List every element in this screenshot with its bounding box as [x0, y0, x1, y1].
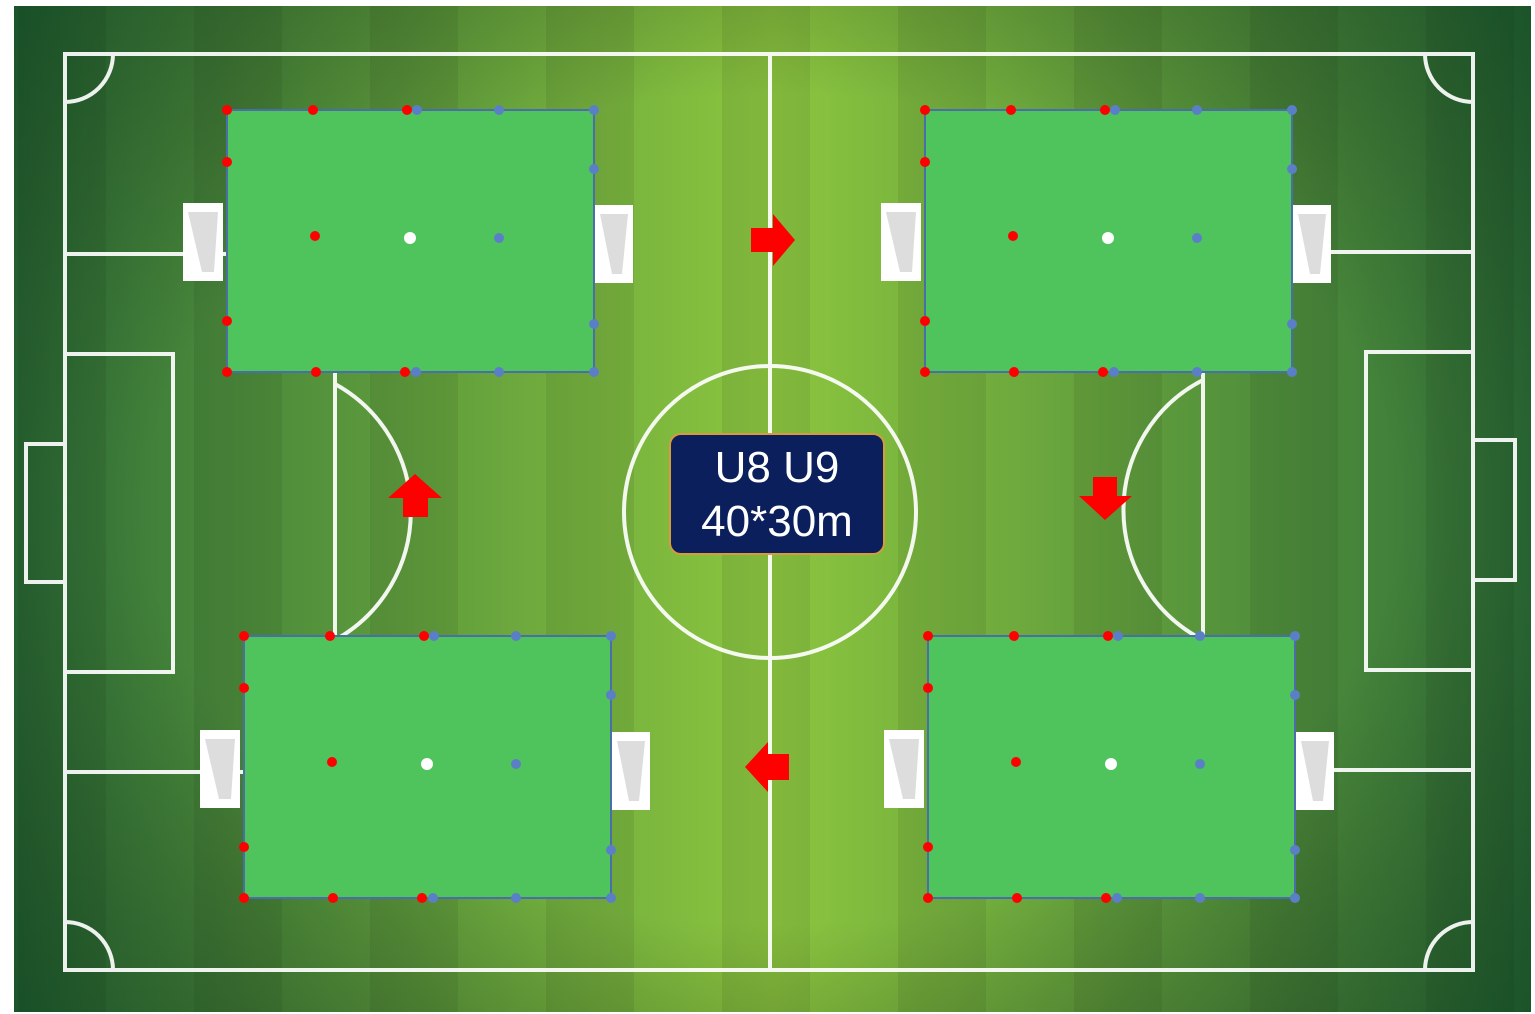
team-b-marker: [1287, 164, 1297, 174]
team-b-marker: [1112, 893, 1122, 903]
team-b-marker: [1113, 631, 1123, 641]
team-b-marker: [511, 759, 521, 769]
age-group-label: U8 U9 40*30m: [669, 433, 885, 555]
label-line-1: U8 U9: [671, 441, 883, 495]
label-line-2: 40*30m: [671, 495, 883, 549]
team-b-marker: [589, 164, 599, 174]
team-b-marker: [511, 631, 521, 641]
team-b-marker: [1195, 759, 1205, 769]
team-a-marker: [1012, 893, 1022, 903]
team-b-marker: [589, 367, 599, 377]
team-b-marker: [511, 893, 521, 903]
team-a-marker: [222, 316, 232, 326]
team-a-marker: [222, 157, 232, 167]
goal-icon: [595, 205, 633, 283]
team-b-marker: [1290, 893, 1300, 903]
team-b-marker: [494, 367, 504, 377]
team-a-marker: [310, 231, 320, 241]
team-a-marker: [1098, 367, 1108, 377]
team-a-marker: [1008, 231, 1018, 241]
team-b-marker: [494, 105, 504, 115]
team-a-marker: [923, 683, 933, 693]
team-a-marker: [402, 105, 412, 115]
team-b-marker: [589, 105, 599, 115]
team-a-marker: [327, 757, 337, 767]
team-a-marker: [1006, 105, 1016, 115]
team-a-marker: [239, 842, 249, 852]
team-b-marker: [1287, 105, 1297, 115]
team-b-marker: [1192, 105, 1202, 115]
team-b-marker: [494, 233, 504, 243]
team-a-marker: [1011, 757, 1021, 767]
team-b-marker: [1195, 893, 1205, 903]
team-a-marker: [923, 842, 933, 852]
team-a-marker: [920, 157, 930, 167]
team-b-marker: [1290, 845, 1300, 855]
team-a-marker: [239, 631, 249, 641]
team-a-marker: [311, 367, 321, 377]
team-a-marker: [1100, 105, 1110, 115]
goal-icon: [881, 203, 921, 281]
team-b-marker: [1290, 690, 1300, 700]
centre-marker: [1105, 758, 1117, 770]
goal-icon: [183, 203, 223, 281]
team-b-marker: [1290, 631, 1300, 641]
team-b-marker: [606, 690, 616, 700]
team-a-marker: [1009, 631, 1019, 641]
team-b-marker: [606, 893, 616, 903]
team-a-marker: [328, 893, 338, 903]
team-a-marker: [920, 367, 930, 377]
centre-marker: [404, 232, 416, 244]
team-b-marker: [1192, 233, 1202, 243]
team-b-marker: [428, 893, 438, 903]
goal-icon: [1296, 732, 1334, 810]
goal-icon: [884, 730, 924, 808]
team-a-marker: [222, 367, 232, 377]
team-b-marker: [1109, 367, 1119, 377]
team-a-marker: [239, 683, 249, 693]
goal-icon: [200, 730, 240, 808]
team-b-marker: [589, 319, 599, 329]
team-a-marker: [920, 105, 930, 115]
centre-marker: [1102, 232, 1114, 244]
team-b-marker: [1192, 367, 1202, 377]
team-a-marker: [222, 105, 232, 115]
centre-marker: [421, 758, 433, 770]
team-a-marker: [1103, 631, 1113, 641]
team-a-marker: [400, 367, 410, 377]
team-a-marker: [417, 893, 427, 903]
team-a-marker: [923, 893, 933, 903]
team-a-marker: [239, 893, 249, 903]
team-b-marker: [606, 631, 616, 641]
team-a-marker: [325, 631, 335, 641]
team-b-marker: [429, 631, 439, 641]
goal-icon: [1293, 205, 1331, 283]
team-b-marker: [1110, 105, 1120, 115]
team-a-marker: [1101, 893, 1111, 903]
team-a-marker: [923, 631, 933, 641]
team-b-marker: [1287, 319, 1297, 329]
team-b-marker: [606, 845, 616, 855]
team-b-marker: [1287, 367, 1297, 377]
team-b-marker: [1195, 631, 1205, 641]
goal-icon: [612, 732, 650, 810]
team-b-marker: [412, 105, 422, 115]
team-a-marker: [308, 105, 318, 115]
team-b-marker: [411, 367, 421, 377]
team-a-marker: [419, 631, 429, 641]
team-a-marker: [920, 316, 930, 326]
team-a-marker: [1009, 367, 1019, 377]
